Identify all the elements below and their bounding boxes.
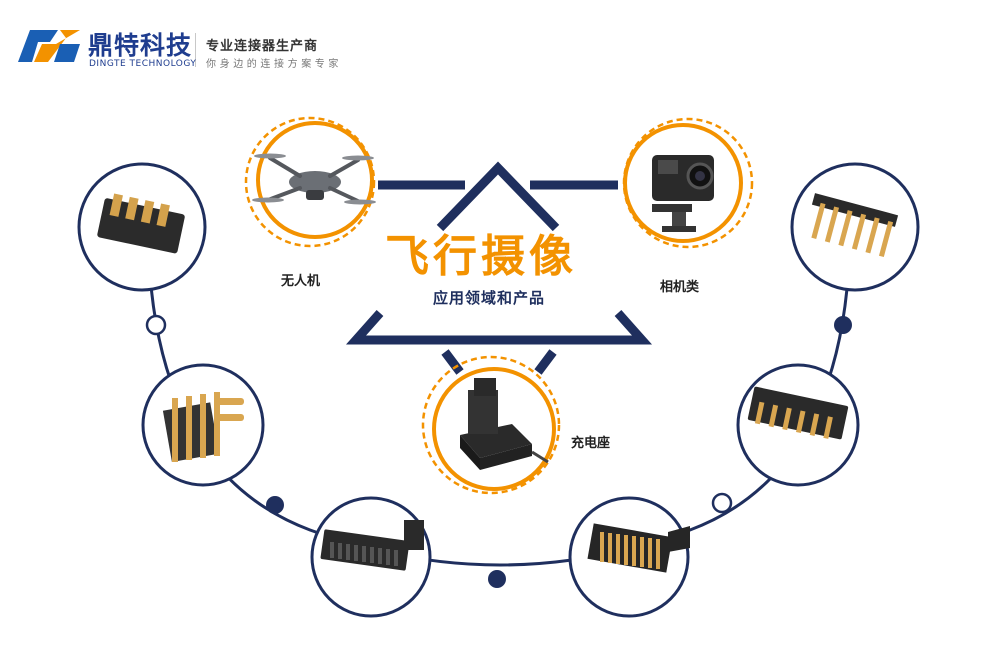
- center-triangle: [345, 161, 653, 375]
- product-circle-1: [77, 162, 207, 292]
- pin-header-6pin-icon: [811, 193, 899, 258]
- product-circle-4: [568, 496, 690, 618]
- battery-connector-4pin-icon: [97, 193, 185, 254]
- brand-name-en: DINGTE TECHNOLOGY: [89, 59, 197, 69]
- right-angle-pin-header-icon: [587, 523, 690, 573]
- label-camera: 相机类: [660, 280, 700, 295]
- dingte-logo-icon: [18, 30, 80, 62]
- action-camera-icon: [652, 155, 714, 232]
- application-circle-camera: [622, 117, 754, 249]
- product-circle-5: [736, 363, 860, 487]
- header-divider: [195, 33, 196, 67]
- page-subtitle: 应用领域和产品: [433, 289, 546, 307]
- label-charging-dock: 充电座: [571, 436, 611, 451]
- arc-marker-solid: [834, 316, 852, 334]
- product-circle-6: [790, 162, 920, 292]
- charging-dock-icon: [460, 378, 549, 470]
- arc-marker-solid: [266, 496, 284, 514]
- arc-marker-hollow: [711, 492, 733, 514]
- product-circle-3: [310, 496, 432, 618]
- application-circle-charging-dock: [421, 355, 561, 495]
- smt-pogo-connector-icon: [747, 386, 849, 440]
- drone-icon: [252, 153, 376, 205]
- application-circle-drone: [244, 116, 376, 248]
- spring-pin-connector-icon: [162, 392, 244, 462]
- product-circle-2: [141, 363, 265, 487]
- brand-slogan: 你身边的连接方案专家: [206, 59, 342, 70]
- page-title: 飞行摄像: [385, 231, 577, 282]
- board-connector-10pin-icon: [320, 520, 424, 571]
- arc-marker-solid: [488, 570, 506, 588]
- arc-marker-hollow: [145, 314, 167, 336]
- brand-name-cn: 鼎特科技: [88, 31, 193, 60]
- label-drone: 无人机: [281, 274, 321, 289]
- brand-tagline: 专业连接器生产商: [206, 39, 319, 54]
